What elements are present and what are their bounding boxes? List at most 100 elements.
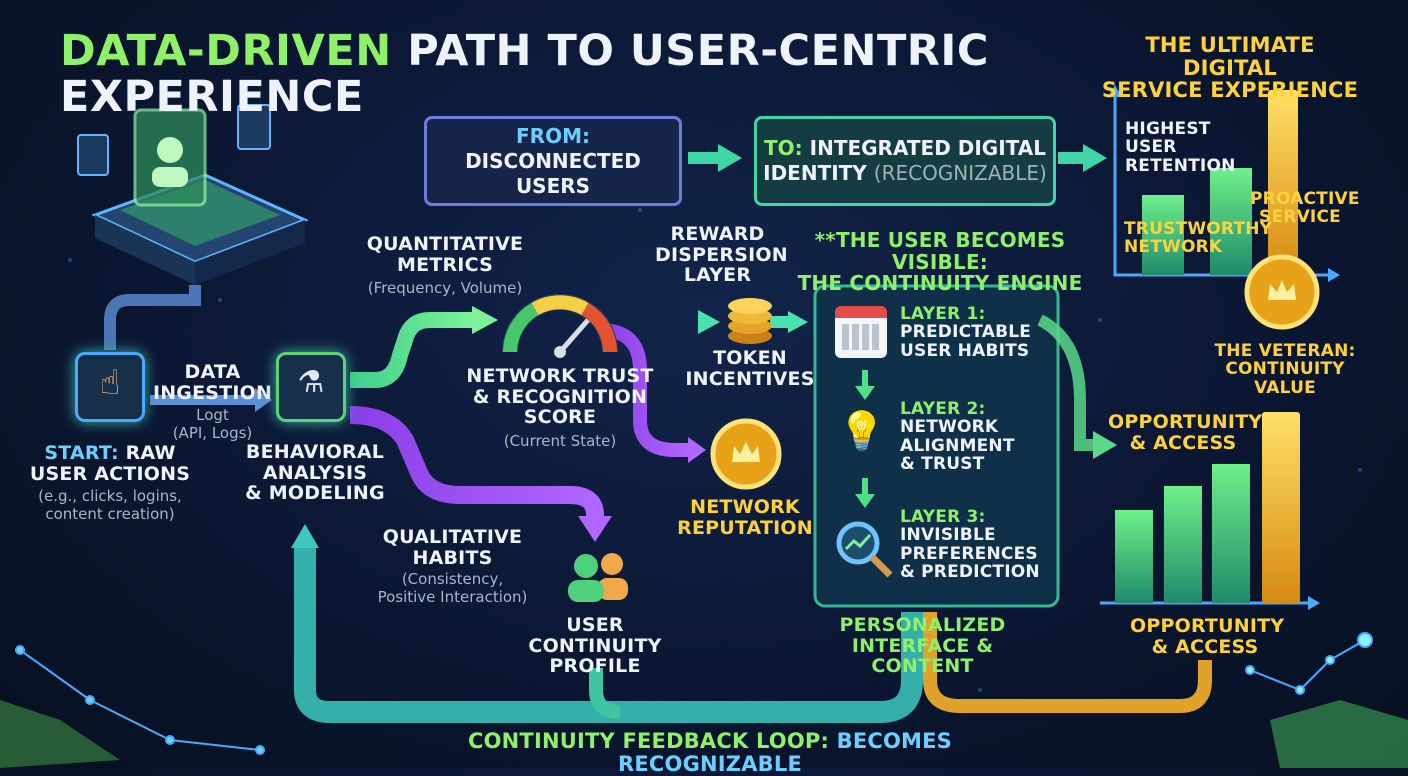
trust-line2: & RECOGNITION xyxy=(472,385,648,408)
ingestion-line2: INGESTION xyxy=(152,381,273,404)
highest-retention-label: HIGHEST USER RETENTION xyxy=(1125,120,1255,175)
proactive-line1: PROACTIVE xyxy=(1250,189,1360,209)
layer3-line3: PREFERENCES xyxy=(900,543,1038,564)
opportunity-bottom-line1: OPPORTUNITY xyxy=(1130,615,1285,637)
proactive-line2: SERVICE xyxy=(1259,207,1341,228)
to-prefix: TO: xyxy=(764,136,803,160)
personalized-line2: INTERFACE & CONTENT xyxy=(851,634,994,678)
quantitative-label: QUANTITATIVE METRICS xyxy=(345,234,545,275)
reputation-line2: REPUTATION xyxy=(677,516,813,539)
pointer-hand-icon: ☝ xyxy=(99,363,121,403)
start-sub: (e.g., clicks, logins, content creation) xyxy=(20,487,200,523)
ingestion-sub1: Logt xyxy=(196,406,229,424)
to-line2b: (RECOGNIZABLE) xyxy=(873,161,1047,185)
microscope-tile: ⚗ xyxy=(276,352,346,422)
trust-net-line1: TRUSTWORTHY xyxy=(1124,219,1273,239)
continuity-profile-label: USER CONTINUITY PROFILE xyxy=(500,615,690,677)
layer1-line3: USER HABITS xyxy=(900,340,1030,361)
start-line2: USER ACTIONS xyxy=(29,462,191,485)
token-label: TOKEN INCENTIVES xyxy=(680,348,820,389)
qualitative-line1: QUALITATIVE xyxy=(382,526,523,548)
from-line2: USERS xyxy=(515,173,591,198)
reputation-label: NETWORK REPUTATION xyxy=(670,497,820,538)
reputation-line1: NETWORK xyxy=(690,496,800,518)
ingestion-sub: Logt (API, Logs) xyxy=(150,406,275,442)
highest-line2: RETENTION xyxy=(1125,155,1236,176)
layer2-line1: LAYER 2: xyxy=(900,399,986,419)
layer2-line4: & TRUST xyxy=(900,454,985,475)
to-box: TO: INTEGRATED DIGITAL IDENTITY (RECOGNI… xyxy=(754,116,1056,206)
trust-gauge-icon xyxy=(502,294,618,358)
layer2-label: LAYER 2: NETWORK ALIGNMENT & TRUST xyxy=(900,399,1050,475)
behavioral-label: BEHAVIORAL ANALYSIS & MODELING xyxy=(245,442,385,504)
opportunity-bottom-label: OPPORTUNITY & ACCESS xyxy=(1130,615,1285,658)
veteran-line2: CONTINUITY xyxy=(1225,359,1345,380)
layer3-line2: INVISIBLE xyxy=(900,525,996,546)
veteran-line1: THE VETERAN: xyxy=(1214,341,1356,361)
trust-line1: NETWORK TRUST xyxy=(466,365,654,387)
reward-line2: DISPERSION xyxy=(655,243,788,266)
ultimate-experience-heading: THE ULTIMATE DIGITAL SERVICE EXPERIENCE xyxy=(1100,34,1360,102)
users-group-icon xyxy=(568,553,628,602)
qualitative-sub1: (Consistency, xyxy=(401,570,504,588)
reward-line1: REWARD xyxy=(670,223,765,245)
microscope-icon: ⚗ xyxy=(297,365,325,400)
layer3-line4: & PREDICTION xyxy=(900,562,1040,583)
start-line1: RAW xyxy=(125,442,176,464)
layer1-line1: LAYER 1: xyxy=(900,304,986,324)
ultimate-line1: THE ULTIMATE DIGITAL xyxy=(1145,33,1315,80)
trust-score-label: NETWORK TRUST & RECOGNITION SCORE xyxy=(465,366,655,428)
from-prefix: FROM: xyxy=(516,123,590,148)
qualitative-sub: (Consistency, Positive Interaction) xyxy=(360,570,545,606)
trustworthy-network-label: TRUSTWORTHY NETWORK xyxy=(1124,219,1273,258)
title-highlight: DATA-DRIVEN xyxy=(60,26,392,76)
data-ingestion-label: DATA INGESTION xyxy=(150,362,275,403)
engine-heading1: **THE USER BECOMES VISIBLE: xyxy=(814,228,1066,274)
behavioral-line1: BEHAVIORAL xyxy=(245,441,385,463)
calendar-icon xyxy=(835,306,887,358)
start-prefix: START: xyxy=(44,442,119,464)
to-line1: INTEGRATED DIGITAL xyxy=(809,136,1046,160)
start-sub1: (e.g., clicks, logins, xyxy=(38,487,182,505)
start-hand-tile: ☝ xyxy=(75,352,145,422)
qualitative-label: QUALITATIVE HABITS xyxy=(370,527,535,568)
qualitative-sub2: Positive Interaction) xyxy=(377,588,528,606)
personalized-line1: PERSONALIZED xyxy=(839,614,1006,636)
behavioral-line3: & MODELING xyxy=(245,482,385,505)
reward-label: REWARD DISPERSION LAYER xyxy=(655,223,788,286)
start-sub2: content creation) xyxy=(45,505,175,523)
behavioral-line2: ANALYSIS xyxy=(262,461,368,484)
data-platform-illustration xyxy=(77,104,309,285)
lightbulb-icon: 💡 xyxy=(838,409,886,453)
quantitative-line2: METRICS xyxy=(397,253,493,276)
trust-line3: SCORE xyxy=(523,406,597,429)
engine-heading: **THE USER BECOMES VISIBLE: THE CONTINUI… xyxy=(790,228,1090,296)
layer1-label: LAYER 1: PREDICTABLE USER HABITS xyxy=(900,305,1050,360)
from-box: FROM: DISCONNECTED USERS xyxy=(424,116,682,206)
trust-sub: (Current State) xyxy=(503,432,617,450)
highest-line1: HIGHEST USER xyxy=(1125,119,1211,158)
layer2-line3: ALIGNMENT xyxy=(900,435,1015,456)
ingestion-sub2: (API, Logs) xyxy=(172,424,253,442)
trust-net-line2: NETWORK xyxy=(1124,237,1223,258)
reputation-crown-coin-icon xyxy=(710,418,782,490)
layer3-line1: LAYER 3: xyxy=(900,507,986,527)
opportunity-top-label: OPPORTUNITY & ACCESS xyxy=(1108,411,1263,453)
profile-line2: PROFILE xyxy=(549,655,641,678)
qualitative-line2: HABITS xyxy=(412,546,493,569)
from-line1: DISCONNECTED xyxy=(465,148,641,173)
quantitative-line1: QUANTITATIVE xyxy=(366,233,524,255)
proactive-service-label: PROACTIVE SERVICE xyxy=(1250,189,1360,228)
layer2-line2: NETWORK xyxy=(900,417,999,438)
personalized-label: PERSONALIZED INTERFACE & CONTENT xyxy=(805,615,1040,677)
ingestion-line1: DATA xyxy=(184,361,241,383)
coin-stack-icon xyxy=(728,298,772,344)
veteran-label: THE VETERAN: CONTINUITY VALUE xyxy=(1210,342,1360,397)
engine-heading2: THE CONTINUITY ENGINE xyxy=(797,271,1083,296)
opportunity-bottom-line2: & ACCESS xyxy=(1151,635,1259,658)
ultimate-line2: SERVICE EXPERIENCE xyxy=(1101,78,1359,103)
opportunity-top-line1: OPPORTUNITY xyxy=(1108,411,1263,433)
quantitative-sub: (Frequency, Volume) xyxy=(367,279,523,297)
feedback-loop-caption: CONTINUITY FEEDBACK LOOP: BECOMES RECOGN… xyxy=(380,730,1040,775)
